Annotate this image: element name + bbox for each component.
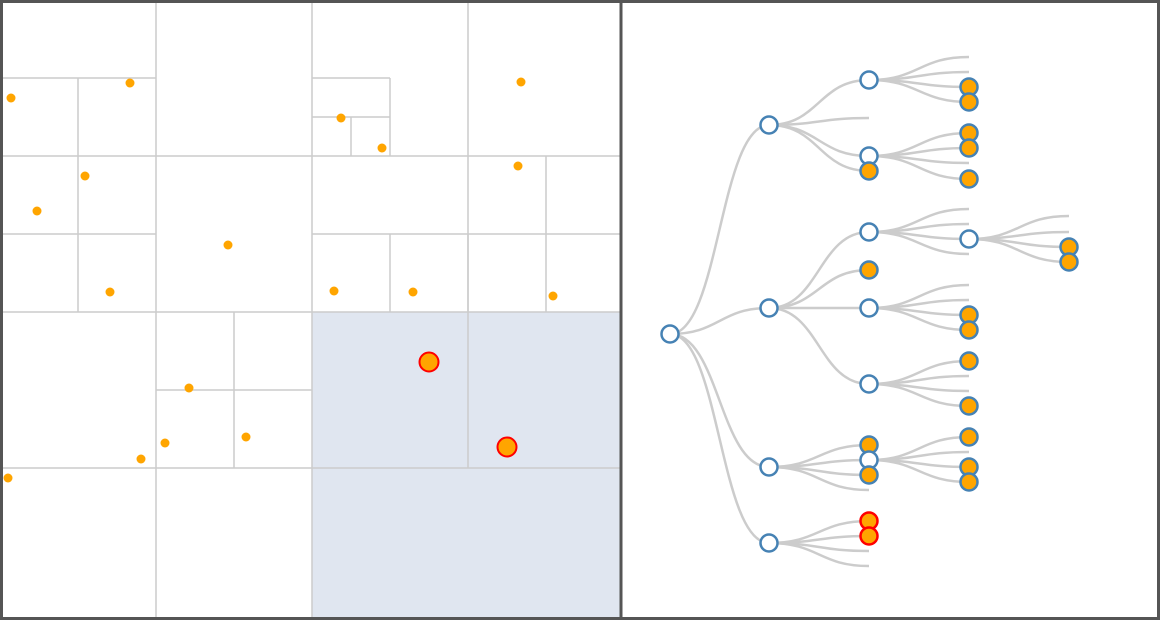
data-point	[184, 383, 194, 393]
leaf-node	[959, 169, 979, 189]
tree-link	[768, 268, 870, 310]
leaf-node	[859, 260, 879, 280]
query-region	[312, 312, 620, 620]
data-point	[105, 287, 115, 297]
internal-node	[759, 115, 779, 135]
tree-links	[669, 55, 1070, 568]
internal-node	[759, 533, 779, 553]
leaf-node	[959, 138, 979, 158]
internal-node	[759, 298, 779, 318]
data-point	[548, 291, 558, 301]
leaf-node	[1059, 252, 1079, 272]
data-point	[329, 286, 339, 296]
data-point	[80, 171, 90, 181]
leaf-node	[859, 161, 879, 181]
selected-leaf-node	[859, 526, 879, 546]
tree-link	[868, 222, 970, 234]
leaf-node	[959, 472, 979, 492]
tree-link	[768, 465, 870, 492]
data-point	[377, 143, 387, 153]
quadtree-panel	[0, 0, 620, 620]
tree-nodes	[660, 70, 1079, 553]
data-point	[125, 78, 135, 88]
internal-node	[859, 70, 879, 90]
tree-link	[768, 123, 870, 158]
tree-link	[968, 237, 1070, 264]
data-point	[32, 206, 42, 216]
tree-link	[868, 70, 970, 82]
tree-panel	[660, 55, 1079, 568]
internal-node	[759, 457, 779, 477]
internal-node	[959, 229, 979, 249]
tree-link	[669, 306, 770, 336]
data-point	[136, 454, 146, 464]
point-layer	[3, 77, 558, 483]
data-point	[3, 473, 13, 483]
tree-link	[868, 78, 970, 104]
tree-link	[868, 450, 970, 462]
leaf-node	[959, 351, 979, 371]
tree-link	[868, 230, 970, 256]
data-point	[6, 93, 16, 103]
tree-link	[669, 332, 770, 545]
selected-point	[496, 436, 518, 458]
tree-link	[868, 458, 970, 484]
tree-link	[768, 306, 870, 386]
tree-link	[768, 78, 870, 127]
tree-link	[768, 541, 870, 568]
data-point	[241, 432, 251, 442]
data-point	[160, 438, 170, 448]
tree-link	[669, 123, 770, 336]
tree-link	[768, 230, 870, 310]
tree-link	[768, 116, 870, 127]
leaf-node	[959, 396, 979, 416]
selected-point	[418, 351, 440, 373]
data-point	[223, 240, 233, 250]
leaf-node	[959, 92, 979, 112]
tree-link	[868, 298, 970, 310]
tree-link	[768, 458, 870, 469]
internal-node	[859, 298, 879, 318]
tree-link	[968, 230, 1070, 241]
quadtree-grid	[0, 0, 620, 620]
internal-node	[859, 374, 879, 394]
tree-link	[868, 154, 970, 181]
internal-node	[660, 324, 680, 344]
tree-link	[868, 146, 970, 158]
internal-node	[859, 222, 879, 242]
leaf-node	[959, 427, 979, 447]
leaf-node	[859, 465, 879, 485]
tree-link	[868, 382, 970, 408]
tree-link	[868, 306, 970, 332]
tree-link	[768, 534, 870, 545]
data-point	[513, 161, 523, 171]
data-point	[408, 287, 418, 297]
tree-link	[768, 123, 870, 173]
tree-link	[868, 374, 970, 386]
leaf-node	[959, 320, 979, 340]
data-point	[516, 77, 526, 87]
data-point	[336, 113, 346, 123]
tree-link	[669, 332, 770, 469]
